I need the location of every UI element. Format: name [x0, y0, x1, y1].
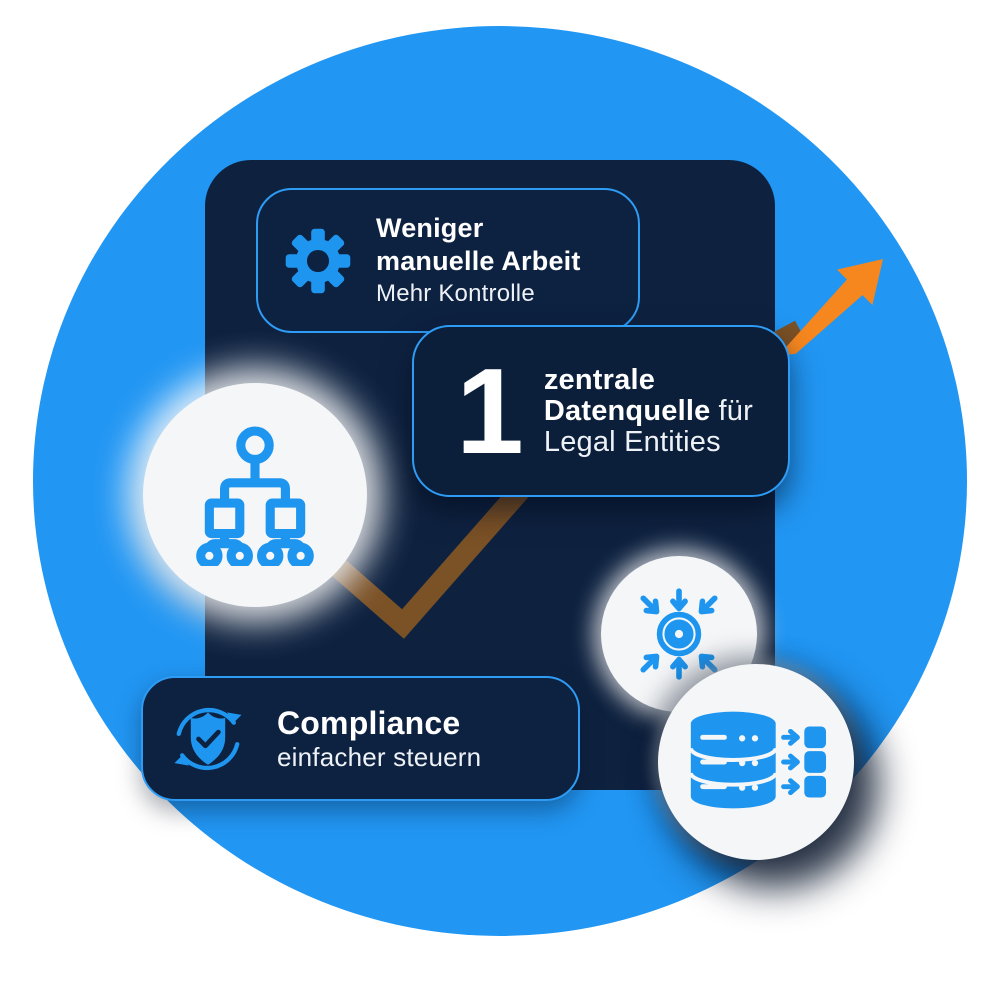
database-bubble — [658, 664, 854, 860]
centralize-arrows-icon — [640, 588, 718, 680]
database-distribution-icon — [688, 711, 827, 809]
shield-check-refresh-icon — [165, 696, 251, 782]
card-subtitle: Mehr Kontrolle — [376, 280, 535, 307]
card-less-manual-work: Weniger manuelle Arbeit Mehr Kontrolle — [256, 188, 640, 333]
data-source-line3: Legal Entities — [543, 425, 721, 458]
data-source-line2-bold: Datenquelle — [543, 394, 711, 427]
growth-arrow-icon — [778, 259, 883, 356]
number-one: 1 — [456, 343, 524, 479]
data-source-line1: zentrale — [543, 363, 656, 396]
org-chart-icon — [196, 426, 314, 566]
card-compliance: Compliance einfacher steuern — [141, 676, 580, 801]
card-title-line2: manuelle Arbeit — [376, 246, 581, 276]
org-chart-bubble — [143, 383, 367, 607]
gear-icon — [284, 227, 352, 295]
data-source-line2-regular: für — [718, 394, 753, 427]
card-title-line1: Weniger — [376, 213, 484, 243]
compliance-title: Compliance — [277, 705, 461, 741]
compliance-subtitle: einfacher steuern — [277, 742, 482, 772]
